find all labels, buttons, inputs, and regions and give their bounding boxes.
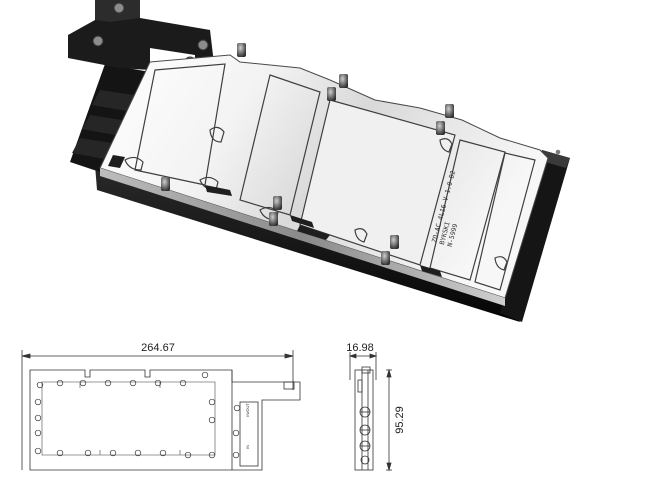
top-view-drawing [21, 350, 301, 471]
standoffs [161, 43, 454, 265]
end-cap [500, 150, 570, 322]
port-label-bottom: IN [245, 445, 250, 449]
top-view-outline [29, 369, 301, 471]
side-view-drawing [348, 352, 392, 472]
height-dimension: 95.29 [394, 406, 406, 434]
length-dimension: 264.67 [141, 342, 175, 354]
side-fittings [359, 406, 371, 465]
port-label-top: IN/OUT [245, 403, 250, 417]
product-render: ZO-AC 4L16 V 1.0 D2 BYKSKI N-5999 [68, 0, 570, 322]
plate-channels [124, 63, 536, 291]
side-view-body [354, 369, 374, 471]
end-cap-screw [555, 149, 561, 155]
channel-shadows [108, 155, 442, 277]
thickness-dimension: 16.98 [346, 342, 374, 354]
channel-outline [41, 381, 216, 456]
mounting-holes [34, 371, 241, 459]
